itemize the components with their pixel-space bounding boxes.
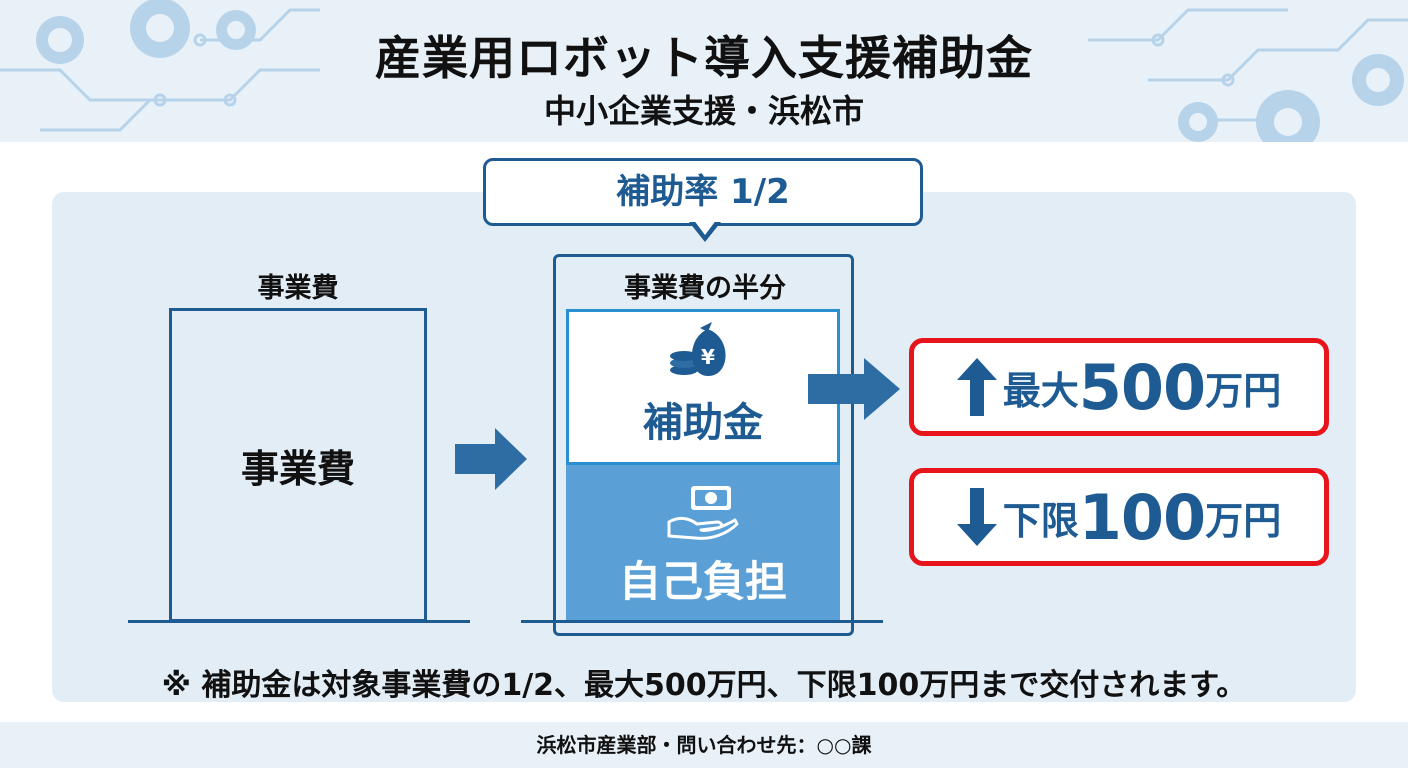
subsidy-label: 補助金	[643, 400, 763, 446]
left-baseline	[128, 620, 470, 623]
hand-money-icon	[667, 486, 739, 540]
max-amount-value: 500	[1078, 350, 1206, 424]
max-amount-unit: 万円	[1205, 368, 1282, 413]
contact-footer: 浜松市産業部・問い合わせ先：○○課	[0, 722, 1408, 768]
arrow-up-icon	[956, 358, 997, 416]
min-amount-box: 下限 100 万円	[909, 468, 1329, 566]
half-cost-heading: 事業費の半分	[624, 273, 786, 304]
project-cost-heading: 事業費	[257, 273, 339, 304]
half-cost-frame	[553, 254, 854, 636]
max-amount-box: 最大 500 万円	[909, 338, 1329, 436]
max-amount-label: 最大	[1002, 368, 1079, 413]
money-bag-icon: ¥	[670, 322, 726, 376]
arrow-down-icon	[956, 488, 997, 546]
project-cost-box-label: 事業費	[240, 446, 355, 491]
self-pay-label: 自己負担	[618, 557, 787, 606]
svg-text:¥: ¥	[701, 345, 715, 369]
min-amount-value: 100	[1078, 480, 1206, 554]
page-title: 産業用ロボット導入支援補助金	[375, 31, 1033, 85]
project-cost-box: 事業費	[169, 308, 427, 622]
callout-pointer	[689, 219, 721, 242]
min-amount-unit: 万円	[1205, 498, 1282, 543]
circuit-gear-decoration-left-icon	[0, 0, 320, 132]
page-subtitle: 中小企業支援・浜松市	[543, 92, 864, 130]
subsidy-rate-callout: 補助率 1/2	[483, 158, 923, 226]
arrow-right-icon	[455, 428, 527, 490]
arrow-right-icon	[808, 358, 900, 420]
header-banner: 産業用ロボット導入支援補助金 中小企業支援・浜松市	[0, 0, 1408, 142]
right-baseline	[521, 620, 883, 623]
circuit-gear-decoration-right-icon	[1088, 8, 1408, 142]
min-amount-label: 下限	[1002, 498, 1079, 543]
footnote: ※ 補助金は対象事業費の1/2、最大500万円、下限100万円まで交付されます。	[161, 668, 1247, 703]
